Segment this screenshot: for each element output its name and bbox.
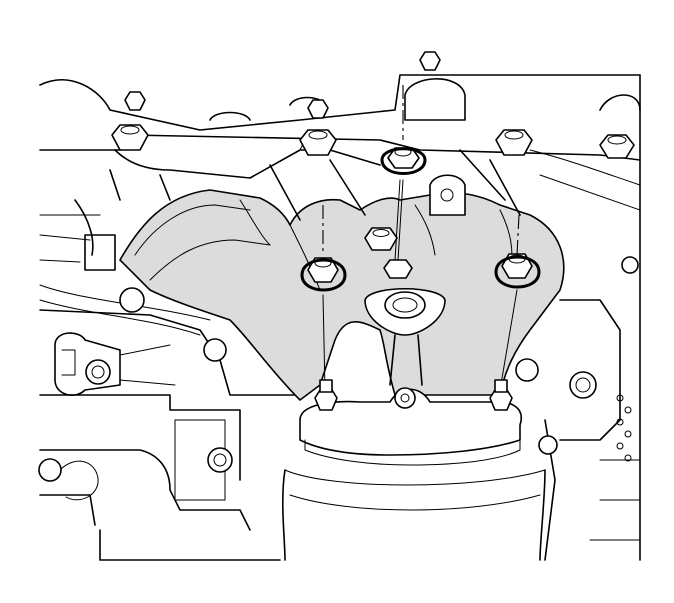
exhaust-manifold <box>109 129 565 561</box>
bolt-6 <box>383 259 413 279</box>
sensor-connector <box>54 332 176 396</box>
lower-studs <box>314 379 513 411</box>
nut-left <box>300 257 347 292</box>
manifold-nuts <box>300 147 541 292</box>
bolt-2 <box>299 129 337 156</box>
stud-lower-left <box>314 379 338 411</box>
head-bolts <box>111 51 635 279</box>
nut-right <box>494 253 541 289</box>
wiring-harness <box>39 199 211 336</box>
bolt-5 <box>364 227 398 251</box>
bolt-3 <box>495 129 533 156</box>
nut-top-center <box>380 147 427 175</box>
stud-guides <box>322 85 520 391</box>
bolt-1 <box>111 124 149 151</box>
bolt-4 <box>599 134 635 159</box>
stud-lower-right <box>489 379 513 411</box>
round-bosses <box>38 256 639 482</box>
